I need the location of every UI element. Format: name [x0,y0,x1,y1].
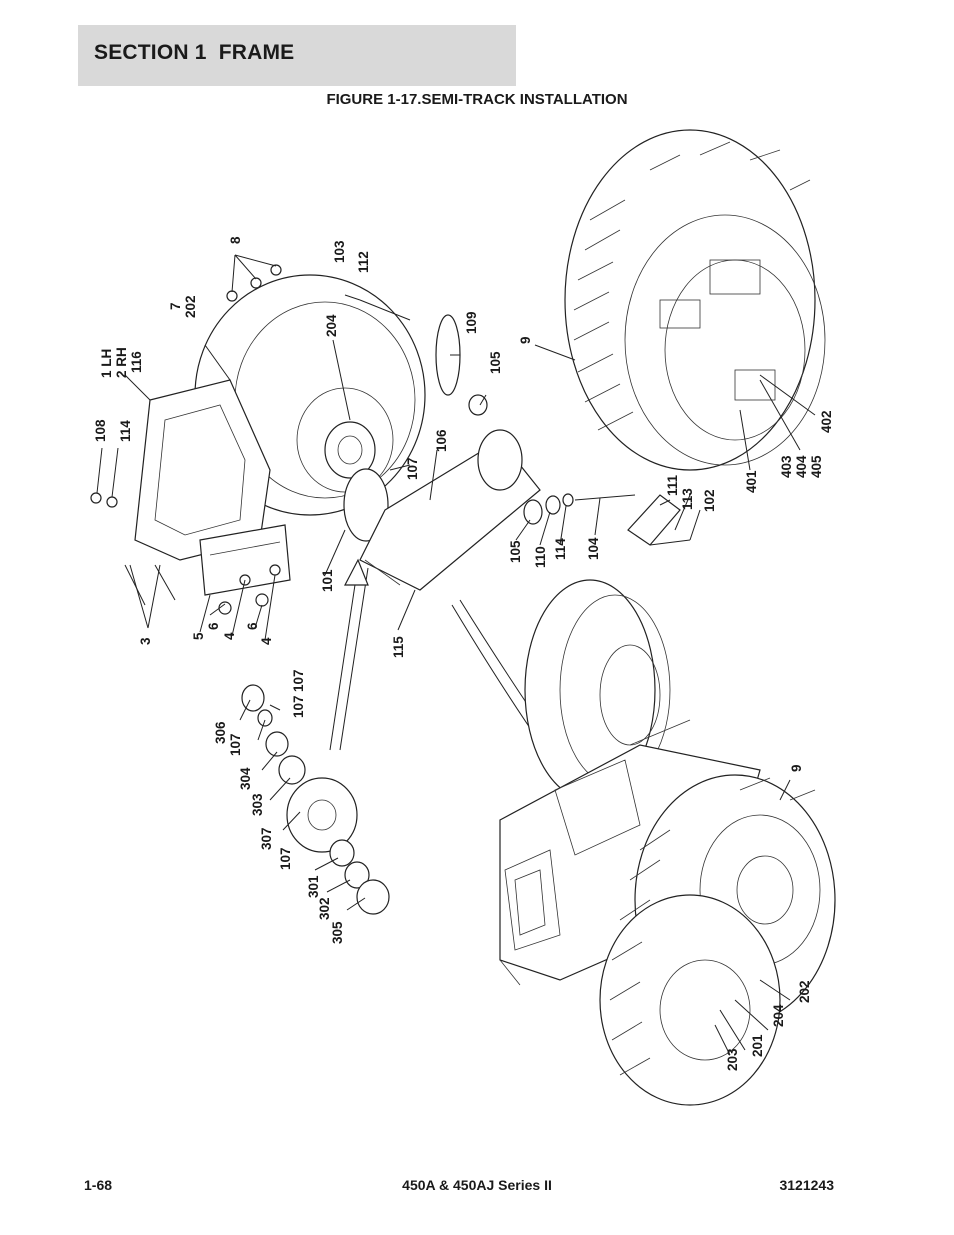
callout-9-lower: 9 [789,764,804,772]
callout-202-upper: 202 [183,295,198,318]
callout-301: 301 [306,875,321,898]
callout-306: 306 [213,721,228,744]
callout-112: 112 [356,251,371,273]
callout-403: 403 [779,455,794,478]
callout-109: 109 [464,311,479,334]
callout-114-upper: 114 [118,420,133,442]
figure-title: FIGURE 1-17.SEMI-TRACK INSTALLATION [326,91,628,108]
callout-305: 305 [330,921,345,944]
leader-lines [96,254,816,1056]
callout-201: 201 [750,1034,765,1057]
assembly-arrows [329,558,562,757]
model-name: 450A & 450AJ Series II [402,1177,552,1193]
section-header-bar: SECTION 1 FRAME [78,25,516,86]
callout-404: 404 [794,455,809,478]
callout-204-upper: 204 [324,314,339,337]
callout-102: 102 [702,489,717,512]
callout-labels: 1 LH 2 RH 116 7 202 8 103 112 204 109 10… [93,236,834,1071]
callout-107-a: 107 [405,457,420,480]
bracket-hardware [90,492,281,615]
document-number: 3121243 [779,1177,834,1193]
page-number: 1-68 [84,1177,113,1193]
callout-105-lower: 105 [508,540,523,563]
callout-105-upper: 105 [488,351,503,374]
callout-103: 103 [332,240,347,263]
callout-4-a: 4 [222,632,237,640]
callout-302: 302 [317,897,332,920]
callout-106: 106 [434,429,449,452]
callout-107-c: 107 [291,695,306,718]
tire-lower [524,579,671,801]
callout-7: 7 [168,302,183,310]
callout-111: 111 [665,474,680,496]
callout-107-b: 107 [228,733,243,756]
callout-6-a: 6 [206,622,221,630]
callout-303: 303 [250,793,265,816]
callout-405: 405 [809,455,824,478]
callout-202-lower: 202 [797,980,812,1003]
callout-116: 116 [129,351,144,373]
callout-204-lower: 204 [771,1004,786,1027]
callout-8: 8 [228,236,243,244]
callout-3: 3 [138,637,153,645]
callout-307: 307 [259,827,274,850]
section-title: SECTION 1 FRAME [94,41,295,64]
callout-2rh: 2 RH [114,347,129,378]
callout-101: 101 [320,569,335,592]
callout-115: 115 [391,636,406,658]
callout-110: 110 [533,546,548,568]
swing-arm [343,429,541,591]
callout-107-d: 107 [291,669,306,692]
callout-401: 401 [744,470,759,493]
hub-assembly-exploded [241,684,390,915]
callout-108: 108 [93,419,108,442]
callout-114-lower: 114 [553,538,568,560]
track-assembly-upper [564,129,826,471]
callout-1lh: 1 LH [99,349,114,378]
callout-304: 304 [238,767,253,790]
callout-6-b: 6 [245,622,260,630]
callout-4-b: 4 [259,637,274,645]
callout-402: 402 [819,410,834,433]
callout-113: 113 [680,488,695,510]
callout-107-e: 107 [278,847,293,870]
callout-104: 104 [586,537,601,560]
track-assembly-lower [599,774,836,1106]
spindle-hardware [523,493,691,546]
callout-5: 5 [191,632,206,640]
callout-9-upper: 9 [518,336,533,344]
callout-203: 203 [725,1048,740,1071]
